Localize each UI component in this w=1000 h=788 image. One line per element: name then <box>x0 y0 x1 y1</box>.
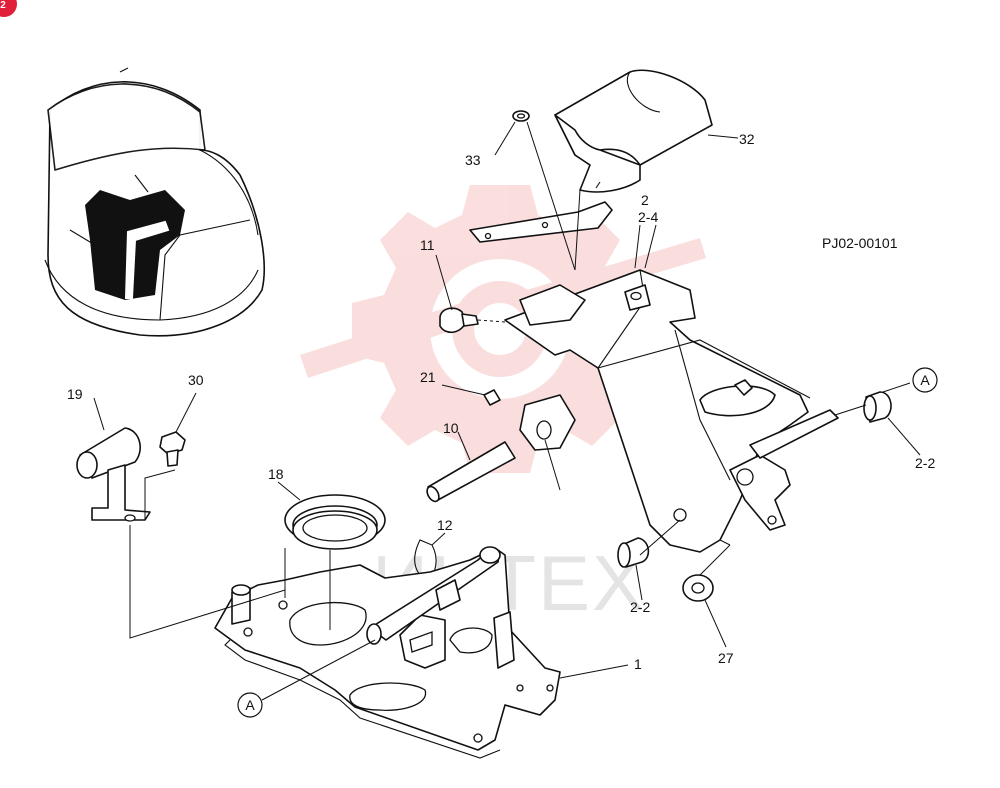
seat-inset <box>44 67 265 337</box>
svg-text:A: A <box>245 697 255 713</box>
part-2-2-bushing-lower[interactable] <box>617 537 650 568</box>
callout-2: 2 <box>641 192 649 208</box>
callout-2-2-right: 2-2 <box>915 455 935 471</box>
callout-19: 19 <box>67 386 83 402</box>
callout-11: 11 <box>420 237 435 253</box>
svg-text:2: 2 <box>0 0 6 11</box>
part-18-boot[interactable] <box>284 494 386 550</box>
part-27-washer[interactable] <box>682 574 714 602</box>
part-2-plate[interactable] <box>469 201 613 243</box>
part-1-base-plate[interactable] <box>214 546 561 759</box>
callout-2-4: 2-4 <box>638 209 658 225</box>
leader-lines <box>93 121 921 701</box>
callout-27: 27 <box>718 650 734 666</box>
page-badge[interactable]: 2 <box>0 0 17 17</box>
callout-18: 18 <box>268 466 284 482</box>
svg-text:A: A <box>920 372 930 388</box>
part-33-washer[interactable] <box>512 110 530 122</box>
part-2-2-bushing-right[interactable] <box>863 391 892 423</box>
gear-icon <box>352 185 648 473</box>
callout-10: 10 <box>443 420 459 436</box>
diagram-code: PJ02-00101 <box>822 235 898 251</box>
part-21-pin[interactable] <box>483 389 501 406</box>
callout-30: 30 <box>188 372 204 388</box>
part-19-stand[interactable] <box>76 427 151 522</box>
callout-1: 1 <box>634 656 642 672</box>
part-11-knob[interactable] <box>439 307 506 334</box>
callout-21: 21 <box>420 369 436 385</box>
ref-marker-a-right: A <box>912 367 938 393</box>
part-32-cover[interactable] <box>554 69 713 193</box>
part-2-bracket[interactable] <box>504 269 839 553</box>
callout-labels: 33 32 2 2-4 11 21 10 19 30 18 12 2-2 2-2… <box>67 131 935 672</box>
part-10-shaft[interactable] <box>425 441 516 503</box>
part-30-bolt[interactable] <box>159 431 186 467</box>
ref-marker-a-left: A <box>237 692 263 718</box>
callout-32: 32 <box>739 131 755 147</box>
callout-12: 12 <box>437 517 453 533</box>
callout-33: 33 <box>465 152 481 168</box>
callout-2-2-lower: 2-2 <box>630 599 650 615</box>
